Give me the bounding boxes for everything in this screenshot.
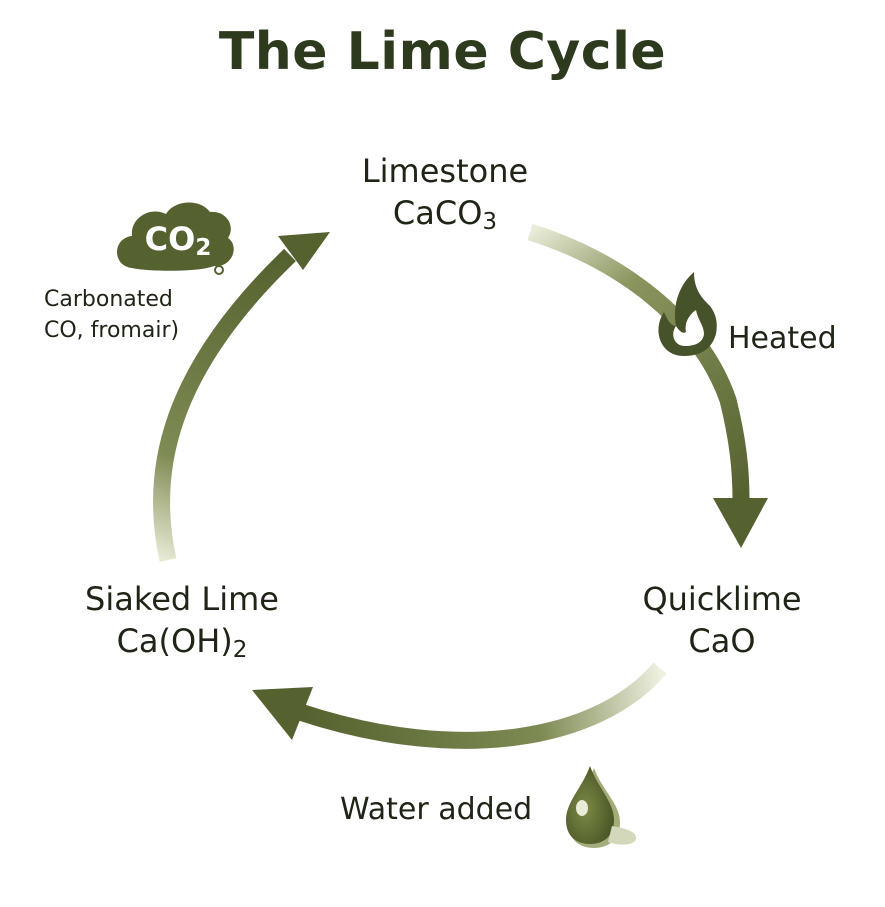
- arrow-head-heated: [713, 498, 768, 548]
- stage-limestone: Limestone CaCO3: [310, 150, 580, 243]
- limestone-name: Limestone: [361, 152, 529, 190]
- quicklime-name: Quicklime: [642, 580, 802, 618]
- arrow-carbonated: [152, 248, 296, 562]
- slaked-lime-name: Siaked Lime: [85, 580, 279, 618]
- step-water-added-label: Water added: [340, 792, 533, 827]
- quicklime-formula: CaO: [688, 622, 756, 660]
- carbonated-line-1: Carbonated: [44, 287, 173, 312]
- step-carbonated-label: Carbonated CO, fromair): [44, 284, 179, 346]
- co2-cloud-icon: [117, 202, 234, 275]
- stage-slaked-lime: Siaked Lime Ca(OH)2: [52, 578, 312, 671]
- water-drop-icon: [566, 766, 636, 848]
- arrow-head-water: [252, 687, 313, 740]
- step-heated-label: Heated: [728, 321, 837, 356]
- flame-icon: [658, 272, 717, 356]
- diagram-title: The Lime Cycle: [218, 22, 667, 82]
- carbonated-line-2: CO, fromair): [44, 318, 180, 343]
- limestone-formula: CaCO3: [392, 194, 498, 236]
- stage-quicklime: Quicklime CaO: [612, 578, 832, 662]
- arrow-water-added: [297, 662, 667, 749]
- slaked-lime-formula: Ca(OH)2: [116, 622, 248, 664]
- co2-cloud-label: CO2: [144, 220, 212, 262]
- arrow-head-carbonated: [278, 232, 330, 270]
- arrow-heated: [527, 223, 750, 501]
